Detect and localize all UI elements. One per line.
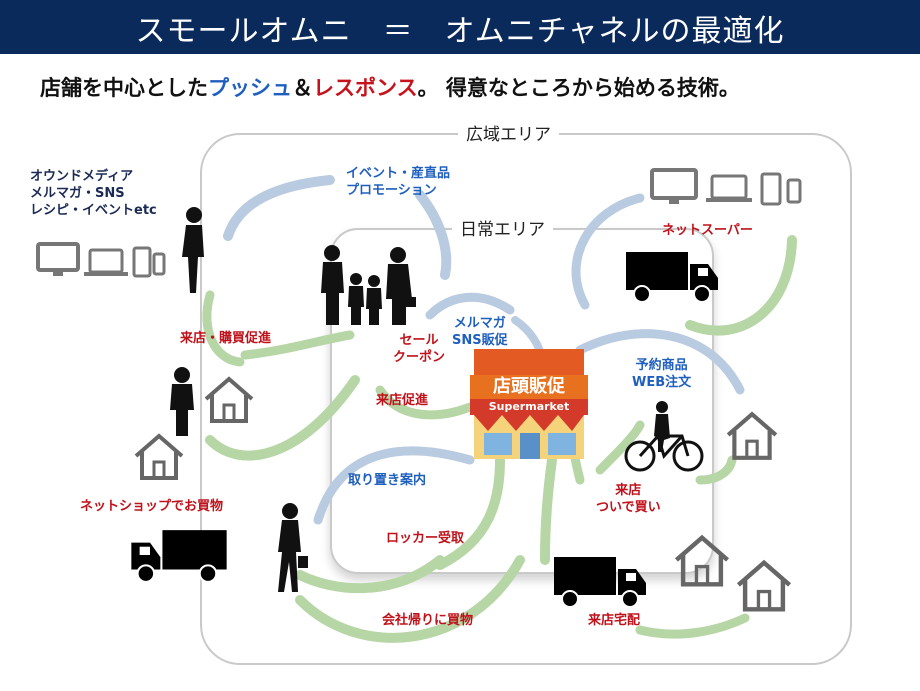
locker-label: ロッカー受取 <box>386 531 465 546</box>
store-delivery-label: 来店宅配 <box>588 613 641 628</box>
house-icon <box>736 559 792 612</box>
store-name: Supermarket <box>470 399 588 415</box>
arrow-icon <box>202 290 245 367</box>
person-icon <box>170 367 194 436</box>
subtitle-amp: ＆ <box>292 76 313 100</box>
phone-icon <box>786 178 802 204</box>
house-icon <box>674 534 730 587</box>
mail-sns-line-2: SNS販促 <box>452 333 508 348</box>
store-sign: 店頭販促 <box>470 375 588 399</box>
event-line-2: プロモーション <box>346 183 437 198</box>
store-building <box>474 349 584 459</box>
preorder-line-1: 予約商品 <box>635 358 688 373</box>
commute-label: 会社帰りに買物 <box>382 613 474 628</box>
visit-errand-label: 来店 ついで買い <box>596 482 661 516</box>
preorder-line-2: WEB注文 <box>632 375 692 390</box>
arrow-icon <box>415 190 452 280</box>
page-title: スモールオムニ ＝ オムニチャネルの最適化 <box>135 14 785 49</box>
house-icon <box>134 433 184 480</box>
event-line-1: イベント・産直品 <box>346 166 451 181</box>
visit-errand-line-1: 来店 <box>615 483 642 498</box>
reserve-label: 取り置き案内 <box>348 473 427 488</box>
arrow-icon <box>635 613 750 639</box>
owned-media-line-3: レシピ・イベントetc <box>30 203 157 218</box>
visit-promo-label: 来店促進 <box>376 393 429 408</box>
devices-right <box>650 168 802 206</box>
arrow-icon <box>313 446 475 525</box>
arrow-icon <box>425 292 515 320</box>
arrow-icon <box>575 329 745 395</box>
arrow-icon <box>375 385 480 420</box>
subtitle: 店舗を中心としたプッシュ＆レスポンス。 得意なところから始める技術。 <box>40 72 740 102</box>
house-icon <box>726 411 778 460</box>
tablet-icon <box>760 172 782 206</box>
truck-icon <box>554 557 646 608</box>
subtitle-push: プッシュ <box>208 76 292 100</box>
bicycle-icon <box>624 401 704 472</box>
laptop-icon <box>88 248 124 274</box>
visit-errand-line-2: ついで買い <box>596 500 661 515</box>
family-icon <box>321 245 416 325</box>
arrow-icon <box>205 375 360 461</box>
truck-icon <box>131 530 227 583</box>
daily-area-label: 日常エリア <box>452 215 553 240</box>
owned-media-line-2: メルマガ・SNS <box>30 186 125 201</box>
subtitle-text-2: 。 得意なところから始める技術。 <box>417 76 740 100</box>
arrow-icon <box>595 420 645 475</box>
devices-left <box>36 242 166 278</box>
arrow-icon <box>295 555 525 643</box>
laptop-icon <box>710 174 748 200</box>
person-icon <box>654 414 670 452</box>
arrow-icon <box>695 455 737 485</box>
arrow-icon <box>571 193 645 310</box>
net-super-label: ネットスーパー <box>662 223 753 238</box>
owned-media-line-1: オウンドメディア <box>30 169 134 184</box>
subtitle-response: レスポンス <box>313 76 418 100</box>
store-icon: 店頭販促 Supermarket <box>470 345 588 463</box>
title-bar: スモールオムニ ＝ オムニチャネルの最適化 <box>0 0 920 54</box>
house-icon <box>204 376 254 423</box>
arrow-icon <box>435 455 505 570</box>
arrow-icon <box>240 330 355 360</box>
truck-icon <box>626 252 718 303</box>
preorder-label: 予約商品 WEB注文 <box>632 357 691 391</box>
arrow-icon <box>685 235 797 336</box>
arrow-icon <box>223 175 335 241</box>
wide-area-label: 広域エリア <box>458 120 559 145</box>
phone-icon <box>152 252 166 276</box>
sale-line-2: クーポン <box>393 350 446 365</box>
person-icon <box>278 503 308 592</box>
subtitle-text-1: 店舗を中心とした <box>40 76 208 100</box>
monitor-icon <box>36 242 80 272</box>
tablet-icon <box>132 246 152 278</box>
event-label: イベント・産直品 プロモーション <box>346 165 450 199</box>
mail-sns-label: メルマガ SNS販促 <box>452 315 508 349</box>
mail-sns-line-1: メルマガ <box>453 316 506 331</box>
monitor-icon <box>650 168 698 200</box>
person-icon <box>182 207 204 293</box>
net-shop-label: ネットショップでお買物 <box>80 499 224 514</box>
arrow-icon <box>295 555 445 594</box>
visit-purchase-label: 来店・購買促進 <box>180 331 272 346</box>
sale-line-1: セール <box>399 333 439 348</box>
arrow-icon <box>540 455 557 565</box>
owned-media-label: オウンドメディア メルマガ・SNS レシピ・イベントetc <box>30 168 157 219</box>
sale-coupon-label: セール クーポン <box>393 332 445 366</box>
